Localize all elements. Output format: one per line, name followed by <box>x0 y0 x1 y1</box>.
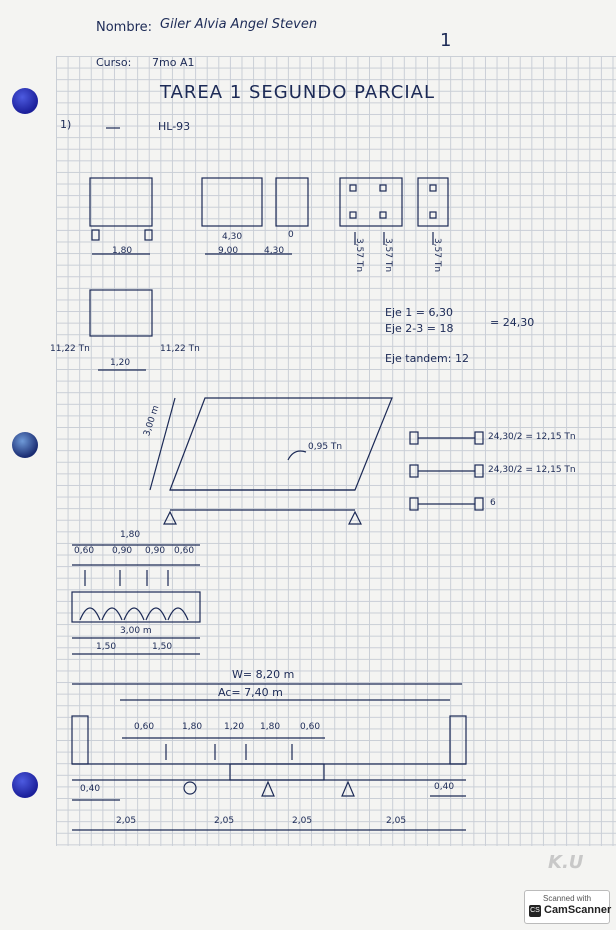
wheel-part-1: 0,60 <box>74 546 95 556</box>
name-value: Giler Alvia Angel Steven <box>160 17 318 32</box>
grid-paper <box>56 56 616 846</box>
girder-1: 2,05 <box>116 816 137 826</box>
eje23: Eje 2-3 = 18 <box>385 322 454 335</box>
tandem-right-load: 11,22 Tn <box>160 344 200 354</box>
lane-load: 0,95 Tn <box>308 442 343 452</box>
spacing-2: 1,80 <box>182 722 203 732</box>
scanned-with-label: Scanned with <box>542 894 592 903</box>
spacing-3: 1,20 <box>224 722 245 732</box>
section-number: 1) <box>60 118 72 131</box>
wheel-width: 3,00 m <box>120 626 152 636</box>
wheel-load-1: 24,30/2 = 12,15 Tn <box>488 432 576 442</box>
camscanner-icon: CS <box>529 905 541 917</box>
load-type: HL-93 <box>158 120 191 133</box>
tandem-spacing: 1,20 <box>110 358 131 368</box>
girder-2: 2,05 <box>214 816 235 826</box>
side-load-2: 3,57 Tn <box>383 237 394 273</box>
wheel-half-2: 1,50 <box>152 642 173 652</box>
wheel-half-1: 1,50 <box>96 642 117 652</box>
axle-label-2: 0 <box>288 230 294 240</box>
wheel-load-2: 24,30/2 = 12,15 Tn <box>488 465 576 475</box>
watermark-logo: K.U <box>548 852 584 873</box>
dim-3: 9,00 <box>218 246 239 256</box>
page-title: TAREA 1 SEGUNDO PARCIAL <box>160 82 435 103</box>
spacing-5: 0,60 <box>300 722 321 732</box>
wheel-load-3: 6 <box>490 498 496 508</box>
eje1: Eje 1 = 6,30 <box>385 306 453 319</box>
dim-2: 4,30 <box>222 232 243 242</box>
page-number: 1 <box>440 30 453 51</box>
course-value: 7mo A1 <box>152 56 195 69</box>
axle-sum: = 24,30 <box>490 316 535 329</box>
course-label: Curso: <box>96 56 132 69</box>
binder-hole-bottom <box>12 772 38 798</box>
total-width: W= 8,20 m <box>232 668 295 681</box>
binder-hole-top <box>12 88 38 114</box>
girder-3: 2,05 <box>292 816 313 826</box>
wheel-part-3: 0,90 <box>145 546 166 556</box>
wheel-total: 1,80 <box>120 530 141 540</box>
name-label: Nombre: <box>96 20 153 35</box>
dim-4: 4,30 <box>264 246 285 256</box>
side-load-1: 3,57 Tn <box>354 237 365 273</box>
camscanner-brand: CamScanner <box>544 904 612 916</box>
wheel-part-2: 0,90 <box>112 546 133 556</box>
side-load-3: 3,57 Tn <box>432 237 443 273</box>
roadway-width: Ac= 7,40 m <box>218 686 283 699</box>
dim-1: 1,80 <box>112 246 133 256</box>
spacing-4: 1,80 <box>260 722 281 732</box>
left-edge: 0,40 <box>80 784 101 794</box>
eje-tandem: Eje tandem: 12 <box>385 352 469 365</box>
spacing-1: 0,60 <box>134 722 155 732</box>
right-edge: 0,40 <box>434 782 455 792</box>
tandem-left-load: 11,22 Tn <box>50 344 90 354</box>
binder-hole-middle <box>12 432 38 458</box>
girder-4: 2,05 <box>386 816 407 826</box>
wheel-part-4: 0,60 <box>174 546 195 556</box>
camscanner-badge: Scanned with CS CamScanner <box>524 890 612 924</box>
